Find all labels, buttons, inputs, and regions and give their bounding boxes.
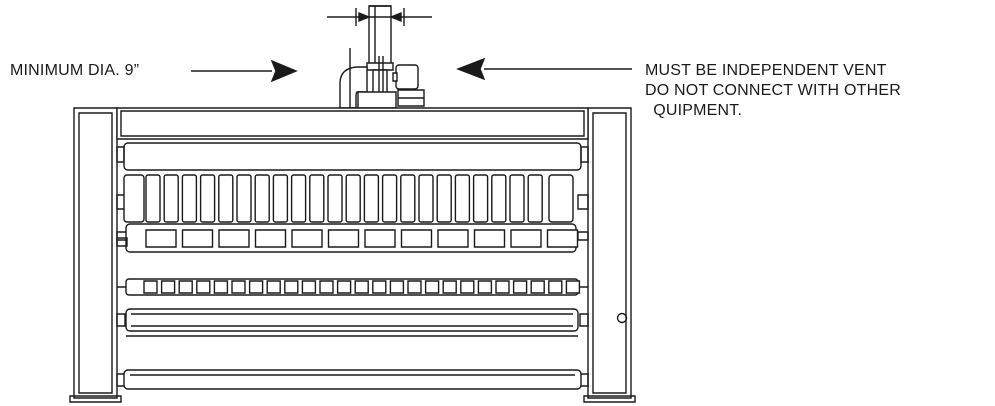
valve-motor [396,65,418,89]
roll-fin [146,175,160,222]
roll-fin [310,175,324,222]
roll-small-segment [478,281,491,293]
roll-fin [455,175,469,222]
roll-small-segment [355,281,368,293]
roll-small-segment [267,281,280,293]
roll-small-segment [461,281,474,293]
roll-fin [237,175,251,222]
roll-small-segment [214,281,227,293]
roll-small-segment [566,281,579,293]
base-bar [117,370,588,389]
roll-fin [401,175,415,222]
vent-note-line-3: QUIPMENT. [645,102,743,119]
vent-note-line-2: DO NOT CONNECT WITH OTHER [645,82,901,99]
roll-segment [402,230,432,247]
roll-segment [438,230,468,247]
roll-small-segment [549,281,562,293]
left-side-frame [70,108,121,402]
roll-fin [273,175,287,222]
roll-fin [419,175,433,222]
roll-small-segment [144,281,157,293]
upper-cover-bar [124,143,581,170]
roll-fin [201,175,215,222]
roll-fin [164,175,178,222]
roll-fin [346,175,360,222]
roll-segment [475,230,505,247]
roll-small-segment [390,281,403,293]
roll-fin [474,175,488,222]
roll-small-segment [338,281,351,293]
roll-fin [437,175,451,222]
arrow-left-icon [458,59,632,79]
roll-fin [383,175,397,222]
roll-fin [364,175,378,222]
roll-small-segment [179,281,192,293]
roll-small-segment [197,281,210,293]
roll-small-segment [373,281,386,293]
roll-small-segment [408,281,421,293]
roll-fin [255,175,269,222]
door-knob-icon [618,314,627,323]
roll-small-segment [426,281,439,293]
heated-roll [117,175,588,222]
roll-fin [182,175,196,222]
roll-small-segment [531,281,544,293]
roll-small-segment [250,281,263,293]
roll-fin [510,175,524,222]
roll-small-segment [285,281,298,293]
roll-fin [528,175,542,222]
right-side-frame [584,108,635,402]
minimum-diameter-label: MINIMUM DIA. 9” [10,62,140,79]
roll-fin [292,175,306,222]
roll-fin [492,175,506,222]
roll-small-segment [514,281,527,293]
vent-pipe-assembly [327,6,432,122]
roll-segment [256,230,286,247]
dimension-arrows-icon [327,8,432,26]
vent-note-line-1: MUST BE INDEPENDENT VENT [645,62,887,79]
roll-small-segment [162,281,175,293]
vent-note-label: MUST BE INDEPENDENT VENT DO NOT CONNECT … [645,61,901,121]
top-hood [117,108,588,139]
roll-small-segment [443,281,456,293]
roll-segment [365,230,395,247]
roll-small-segment [302,281,315,293]
roll-segment [548,230,578,247]
exhaust-pipe [369,6,391,64]
roll-small-segment [496,281,509,293]
feed-roll-row-1 [117,224,588,252]
roll-segment [219,230,249,247]
roll-segment [292,230,322,247]
roll-segment [511,230,541,247]
roll-fin [219,175,233,222]
return-roller [117,309,588,336]
feed-roll-row-2 [117,279,588,295]
roll-small-segment [320,281,333,293]
roll-small-segment [232,281,245,293]
roll-segment [329,230,359,247]
roll-segment [183,230,213,247]
roll-segment [146,230,176,247]
roll-fin [328,175,342,222]
arrow-right-icon [191,61,296,81]
